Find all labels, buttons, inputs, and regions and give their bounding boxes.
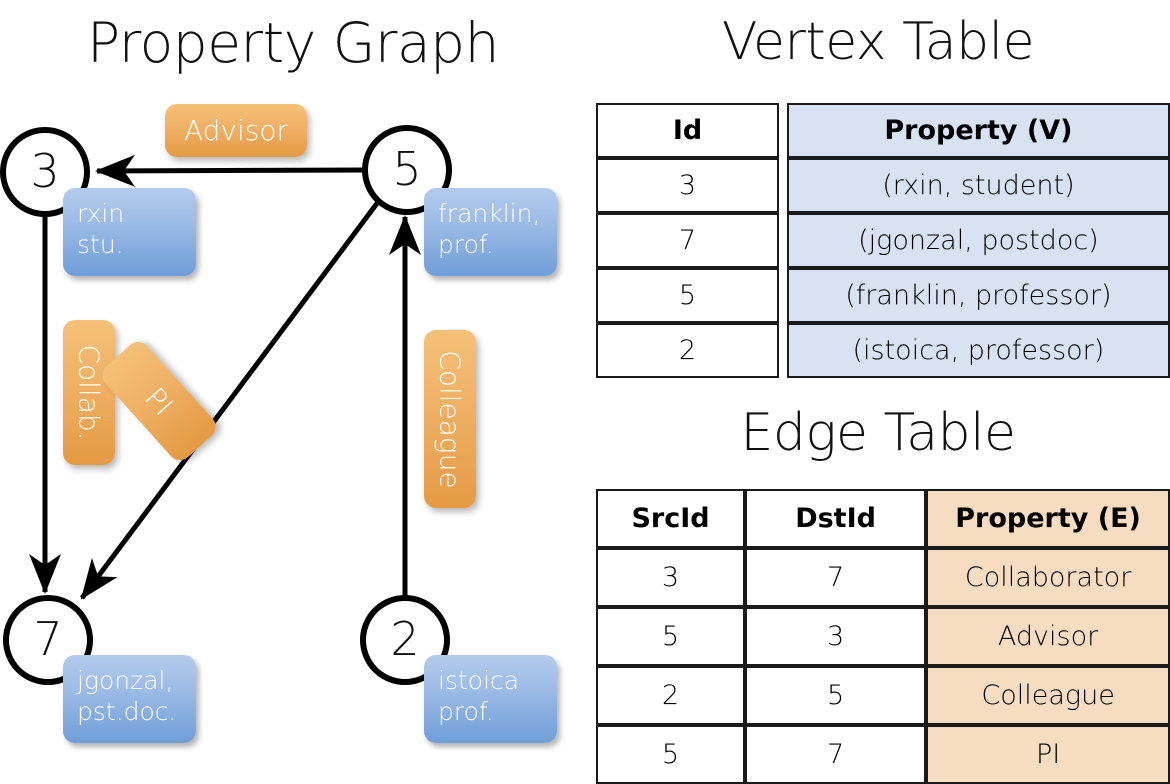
edge-label-colleague: Colleague xyxy=(424,330,476,508)
callout-line-2: stu. xyxy=(77,230,124,259)
edge-label-collab: Collab. xyxy=(63,320,115,465)
cell-property: (istoica, professor) xyxy=(786,323,1170,378)
page-title-vertex-table: Vertex Table xyxy=(721,12,1035,72)
edge-label-text: Collab. xyxy=(72,344,106,441)
cell-id: 2 xyxy=(596,323,779,378)
cell-dstid: 3 xyxy=(745,607,927,666)
page-title-property-graph: Property Graph xyxy=(87,11,499,75)
column-header-dstid: DstId xyxy=(745,489,927,548)
callout-line-2: prof. xyxy=(438,230,494,259)
vertex-table: Id Property (V) 3 (rxin, student) 7 (jgo… xyxy=(596,103,1170,378)
column-gap xyxy=(779,158,787,213)
column-header-id: Id xyxy=(596,103,779,158)
callout-line-1: franklin, xyxy=(438,199,541,228)
edge-label-text: Advisor xyxy=(183,114,288,147)
cell-dstid: 5 xyxy=(745,666,927,725)
cell-property: (jgonzal, postdoc) xyxy=(786,213,1170,268)
callout-line-2: prof. xyxy=(438,697,494,726)
table-row[interactable]: 7 (jgonzal, postdoc) xyxy=(596,213,1170,268)
table-row[interactable]: 2 (istoica, professor) xyxy=(596,323,1170,378)
cell-srcid: 5 xyxy=(596,607,746,666)
table-row[interactable]: 3 7 Collaborator xyxy=(596,548,1170,607)
cell-property: PI xyxy=(926,725,1170,784)
callout-line-1: jgonzal, xyxy=(77,666,174,695)
cell-srcid: 5 xyxy=(596,725,746,784)
cell-property: (rxin, student) xyxy=(786,158,1170,213)
edge-5-to-7-pi xyxy=(79,200,381,600)
edge-table: SrcId DstId Property (E) 3 7 Collaborato… xyxy=(596,489,1170,784)
cell-dstid: 7 xyxy=(745,548,927,607)
cell-property: Collaborator xyxy=(926,548,1170,607)
cell-id: 7 xyxy=(596,213,779,268)
cell-property: (franklin, professor) xyxy=(786,268,1170,323)
cell-property: Advisor xyxy=(926,607,1170,666)
table-row[interactable]: 5 3 Advisor xyxy=(596,607,1170,666)
cell-id: 3 xyxy=(596,158,779,213)
table-row[interactable]: 3 (rxin, student) xyxy=(596,158,1170,213)
column-header-srcid: SrcId xyxy=(596,489,746,548)
table-row[interactable]: 5 7 PI xyxy=(596,725,1170,784)
callout-line-1: rxin xyxy=(77,199,125,228)
cell-srcid: 2 xyxy=(596,666,746,725)
edge-label-advisor: Advisor xyxy=(165,104,307,157)
slide-canvas: Property Graph Vertex Table Edge Table 3… xyxy=(0,11,1170,784)
table-header-row: Id Property (V) xyxy=(596,103,1170,158)
column-gap xyxy=(779,103,787,158)
callout-line-2: pst.doc. xyxy=(77,697,177,726)
callout-line-1: istoica xyxy=(438,666,520,695)
node-property-callout-jgonzal: jgonzal, pst.doc. xyxy=(63,655,196,743)
page-title-edge-table: Edge Table xyxy=(740,403,1016,463)
edge-5-to-3-advisor xyxy=(95,154,367,187)
node-property-callout-rxin: rxin stu. xyxy=(63,188,196,276)
cell-property: Colleague xyxy=(926,666,1170,725)
column-gap xyxy=(779,323,787,378)
column-header-property-v: Property (V) xyxy=(786,103,1170,158)
node-property-callout-istoica: istoica prof. xyxy=(424,655,557,743)
column-gap xyxy=(779,213,787,268)
table-row[interactable]: 5 (franklin, professor) xyxy=(596,268,1170,323)
column-gap xyxy=(779,268,787,323)
cell-srcid: 3 xyxy=(596,548,746,607)
table-header-row: SrcId DstId Property (E) xyxy=(596,489,1170,548)
edge-label-text: Colleague xyxy=(433,349,467,489)
edge-label-text: PI xyxy=(138,380,180,422)
column-header-property-e: Property (E) xyxy=(926,489,1170,548)
cell-id: 5 xyxy=(596,268,779,323)
table-row[interactable]: 2 5 Colleague xyxy=(596,666,1170,725)
cell-dstid: 7 xyxy=(745,725,927,784)
node-property-callout-franklin: franklin, prof. xyxy=(424,188,557,276)
